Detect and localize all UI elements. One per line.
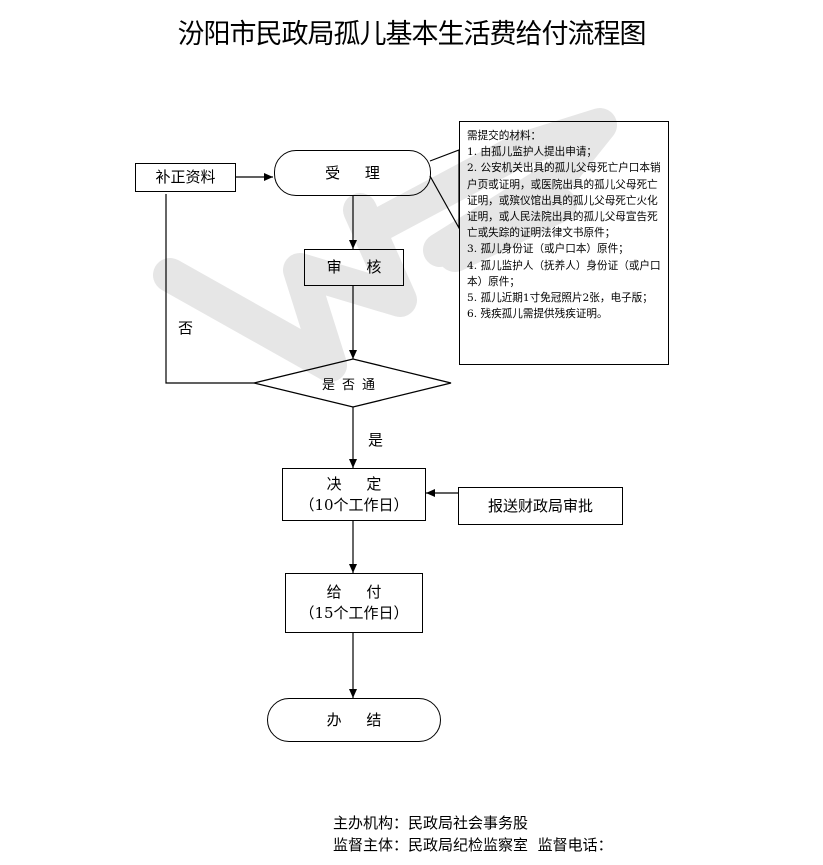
footer-supervisor-label: 监督主体： [333, 836, 409, 854]
edge-label-yes: 是 [368, 431, 384, 449]
materials-item-3: 3. 孤儿身份证（或户口本）原件； [467, 243, 629, 256]
pay-node-line2: （15个工作日） [299, 604, 409, 622]
materials-item-6: 6. 残疾孤儿需提供残疾证明。 [467, 308, 608, 321]
edge-label-no: 否 [178, 319, 194, 337]
decision-diamond-shape [253, 358, 452, 408]
materials-item-5: 5. 孤儿近期1寸免冠照片2张，电子版； [467, 292, 653, 305]
review-node: 审 核 [304, 249, 404, 286]
materials-item-4: 4. 孤儿监护人（抚养人）身份证（或户口本）原件； [467, 259, 661, 288]
correction-node: 补正资料 [135, 163, 236, 192]
materials-callout: 需提交的材料： 1. 由孤儿监护人提出申请； 2. 公安机关出具的孤儿父母死亡户… [459, 121, 669, 365]
pay-node-line1: 给 付 [326, 583, 392, 601]
arrow-diamond-no-to-correction [165, 194, 254, 384]
pay-node: 给 付 （15个工作日） [285, 573, 423, 633]
accept-node: 受 理 [274, 150, 431, 196]
decision-node-label: 是否通 [321, 378, 382, 393]
correction-node-label: 补正资料 [155, 168, 216, 186]
report-node-label: 报送财政局审批 [487, 496, 593, 515]
complete-node-label: 办 结 [326, 710, 392, 729]
materials-item-2: 2. 公安机关出具的孤儿父母死亡户口本销户页或证明，或医院出具的孤儿父母死亡证明… [467, 162, 661, 240]
report-node: 报送财政局审批 [458, 487, 623, 525]
complete-node: 办 结 [267, 698, 441, 742]
footer-organizer-label: 主办机构： [333, 814, 409, 832]
footer-supervisor-value: 民政局纪检监察室 [408, 836, 529, 854]
callout-notes-to-accept [429, 149, 460, 231]
materials-heading: 需提交的材料： [467, 130, 542, 142]
footer-supervisor: 监督主体：民政局纪检监察室 监督电话： [333, 834, 613, 855]
footer-organizer-value: 民政局社会事务股 [408, 814, 529, 832]
footer-organizer: 主办机构：民政局社会事务股 [333, 812, 528, 833]
materials-item-1: 1. 由孤儿监护人提出申请； [467, 146, 598, 159]
page-title: 汾阳市民政局孤儿基本生活费给付流程图 [177, 19, 647, 50]
decide-node-line2: （10个工作日） [299, 495, 409, 514]
review-node-label: 审 核 [326, 258, 392, 276]
footer-phone-label: 监督电话： [537, 836, 613, 854]
accept-node-label: 受 理 [325, 163, 390, 182]
decide-node-line1: 决 定 [326, 474, 392, 493]
decide-node: 决 定 （10个工作日） [282, 468, 426, 521]
